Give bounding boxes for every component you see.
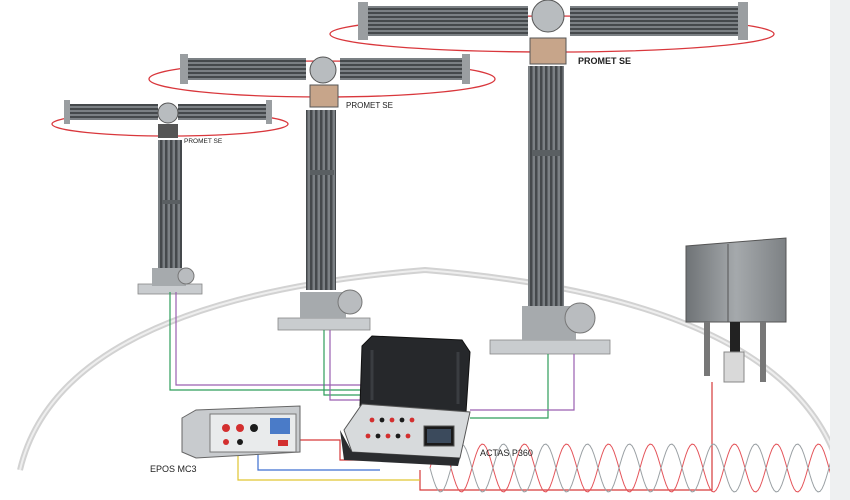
circuit-breaker-small <box>51 100 289 295</box>
wiring <box>169 292 713 491</box>
floor <box>17 266 843 471</box>
promet-label-small: PROMET SE <box>184 138 223 145</box>
epos-mc3-device <box>181 405 301 459</box>
epos-label: EPOS MC3 <box>150 464 197 474</box>
waveforms <box>429 443 841 493</box>
actas-label: ACTAS P360 <box>480 448 533 458</box>
promet-label-large: PROMET SE <box>578 56 631 66</box>
promet-label-medium: PROMET SE <box>346 101 393 110</box>
gray-cabinet <box>685 237 787 383</box>
actas-p360-device <box>340 335 471 466</box>
backdrop-panel <box>830 0 850 500</box>
circuit-breaker-medium <box>148 54 496 331</box>
circuit-breaker-large <box>329 0 775 355</box>
